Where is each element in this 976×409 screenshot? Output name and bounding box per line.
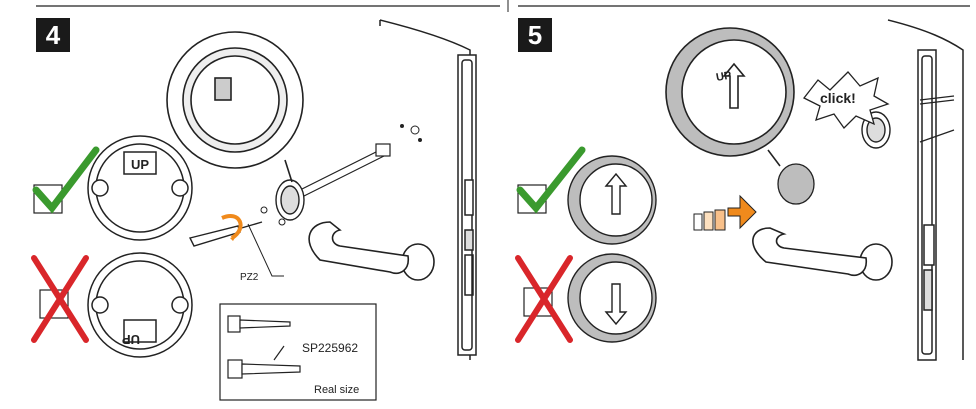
motion-arrow-icon — [693, 194, 757, 231]
door-holes — [400, 124, 422, 142]
dial-wrong — [87, 252, 193, 358]
lever-handle — [752, 227, 893, 281]
cross-mark-icon — [515, 255, 573, 343]
check-mark-icon — [516, 146, 586, 214]
installed-cover — [861, 111, 891, 149]
small-screws — [260, 206, 286, 226]
dial-correct-label: UP — [131, 157, 149, 172]
top-rule — [36, 0, 970, 12]
lever-handle — [308, 221, 435, 281]
cover-pill — [777, 163, 815, 205]
dial-wrong-label: UP — [122, 332, 140, 347]
cable — [299, 143, 391, 197]
step5-illustration: click! UP — [515, 19, 964, 361]
screw-part-number: SP225962 — [302, 341, 358, 355]
step-number-badge: 4 — [36, 18, 70, 52]
cover-wrong — [567, 253, 657, 343]
magnifier-detail — [665, 27, 795, 167]
step4-illustration: PZ2 UP UP SP225962 Real size — [31, 19, 477, 401]
cable — [919, 95, 955, 143]
cross-mark-icon — [31, 255, 89, 343]
dial-correct — [87, 135, 193, 241]
check-mark-icon — [32, 146, 100, 214]
door-panel — [887, 19, 964, 361]
screw-size-box — [219, 303, 377, 401]
cover-correct — [567, 155, 657, 245]
screwdriver — [188, 214, 263, 247]
pz2-leader — [247, 223, 284, 277]
magnifier-detail — [166, 31, 304, 183]
mounting-plate — [275, 179, 305, 221]
cover-up-label: UP — [715, 69, 732, 83]
click-callout: click! — [820, 90, 856, 106]
pz2-label: PZ2 — [240, 272, 259, 283]
step-number-badge: 5 — [518, 18, 552, 52]
screw-note: Real size — [314, 384, 359, 396]
click-burst — [803, 71, 890, 130]
door-panel — [379, 19, 477, 360]
